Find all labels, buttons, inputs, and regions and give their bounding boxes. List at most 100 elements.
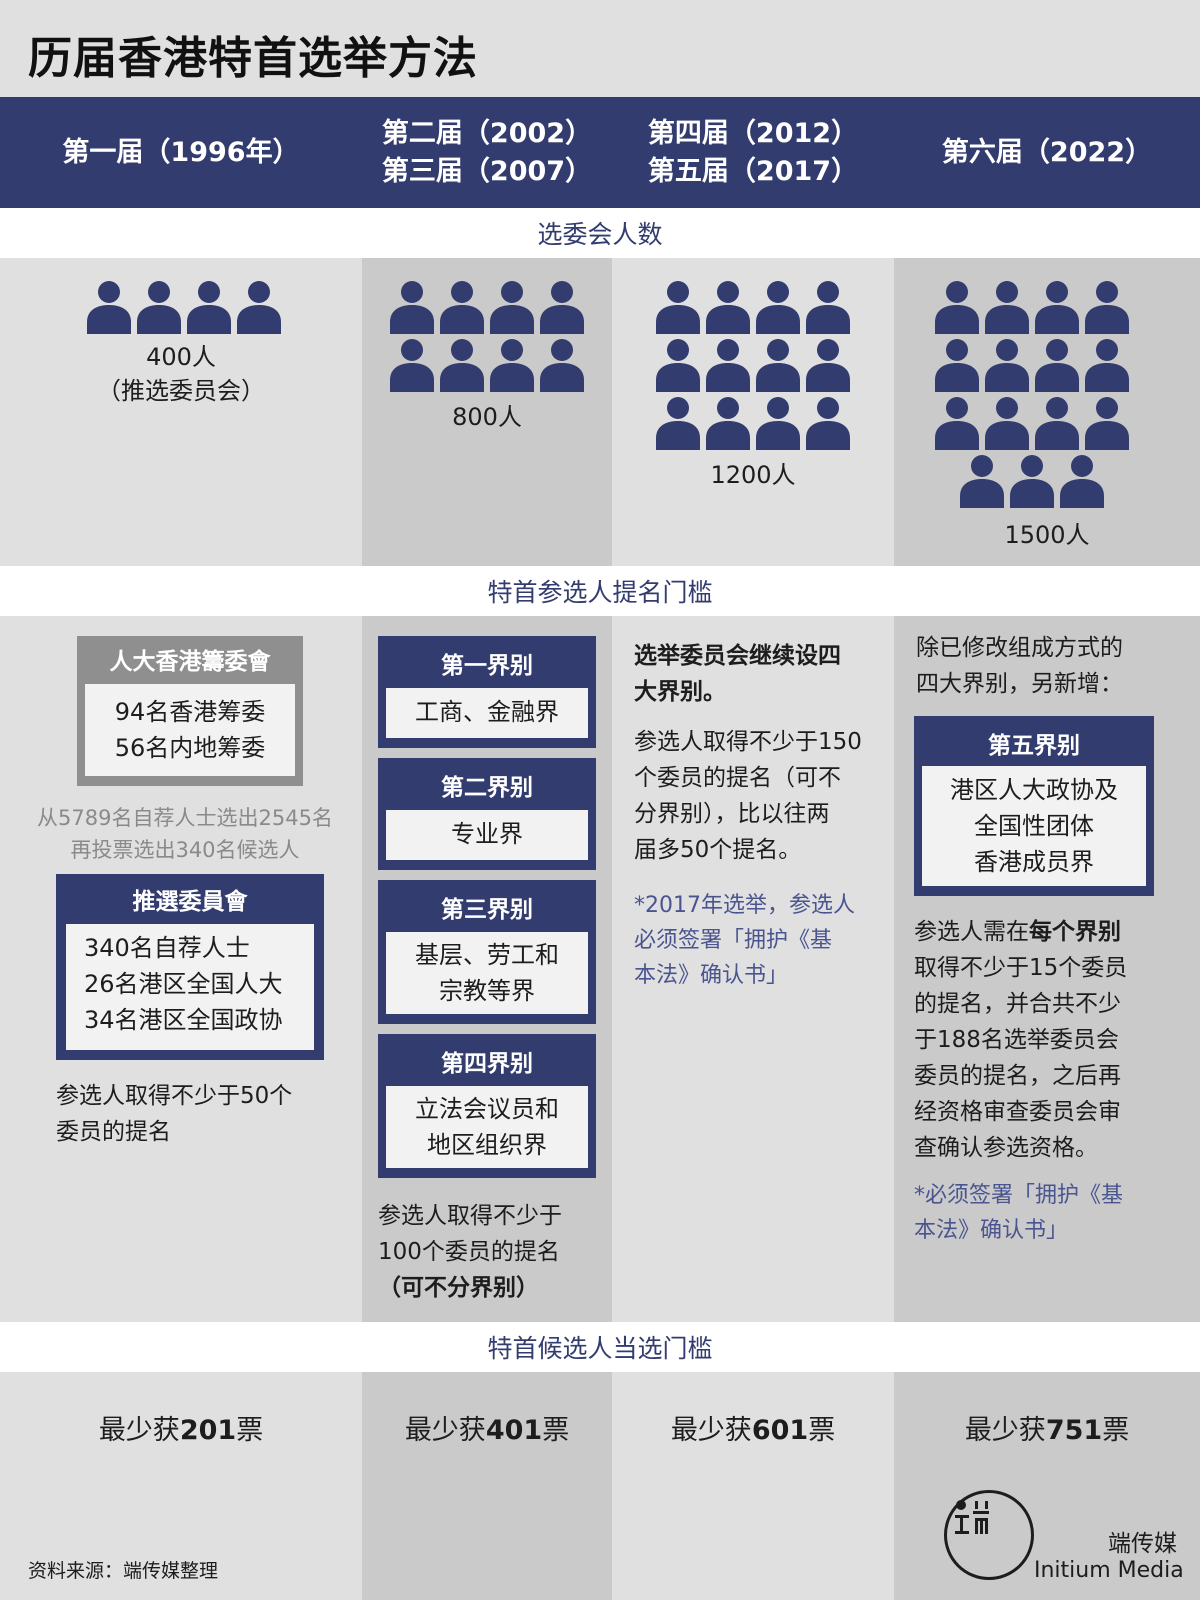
section-committee-size: 选委会人数 (0, 208, 1200, 258)
header-term-6-label: 第六届（2022） (941, 136, 1153, 168)
person-icon (1082, 338, 1132, 396)
initium-logo-mark (955, 1500, 989, 1534)
committee-note-1: （推选委员会） (97, 377, 265, 405)
person-icon (387, 280, 437, 338)
person-icon (84, 280, 134, 338)
sector-3-text: 基层、劳工和 (415, 941, 559, 969)
header-term-4-5: 第四届（2012） 第五届（2017） (612, 97, 894, 208)
person-icon (653, 280, 703, 338)
sector-3-title: 第三界别 (441, 897, 533, 923)
header-term-6: 第六届（2022） (894, 97, 1200, 208)
sector-1-text: 工商、金融界 (415, 698, 559, 726)
person-icon (753, 396, 803, 454)
person-icon (703, 338, 753, 396)
intro-line: 除已修改组成方式的 (916, 635, 1123, 661)
person-icon (932, 280, 982, 338)
section-committee-size-label: 选委会人数 (537, 220, 663, 249)
selection-line: 再投票选出340名候选人 (70, 838, 300, 862)
person-icon (1032, 338, 1082, 396)
committee-member-line: 26名港区全国人大 (84, 970, 283, 998)
person-icon (184, 280, 234, 338)
committee-col-1: 400人 （推选委员会） (0, 258, 362, 566)
selection-process-text: 从5789名自荐人士选出2545名 再投票选出340名候选人 (20, 802, 350, 866)
sector-3-box: 第三界别 基层、劳工和 宗教等界 (378, 880, 596, 1024)
new-sector-intro: 除已修改组成方式的 四大界别，另新增： (916, 630, 1186, 702)
sector-4-body: 立法会议员和 地区组织界 (386, 1086, 588, 1168)
sector-2-body: 专业界 (386, 810, 588, 860)
preparatory-committee-box: 人大香港籌委會 94名香港筹委 56名内地筹委 (77, 636, 303, 786)
requirement-line: 参选人取得不少于 (378, 1203, 562, 1229)
header-term-2-label: 第二届（2002） (381, 117, 593, 149)
header-term-4-label: 第四届（2012） (647, 117, 859, 149)
person-icon (1007, 454, 1057, 512)
committee-col-3: 1200人 (612, 258, 894, 566)
committee-member-line: 34名港区全国政协 (84, 1006, 283, 1034)
nomination-col-3: 选举委员会继续设四 大界别。 参选人取得不少于150 个委员的提名（可不 分界别… (612, 616, 894, 1322)
column-header-bar: 第一届（1996年） 第二届（2002） 第三届（2007） 第四届（2012）… (0, 97, 1200, 208)
header-term-2-3: 第二届（2002） 第三届（2007） (362, 97, 612, 208)
election-row: 最少获201票 最少获401票 最少获601票 最少获751票 (0, 1372, 1200, 1600)
person-icon-group (932, 280, 1132, 454)
requirement-line: 100个委员的提名 (378, 1239, 560, 1265)
person-icon (803, 280, 853, 338)
person-icon-group (653, 280, 853, 454)
committee-col-2: 800人 (362, 258, 612, 566)
person-icon (1032, 396, 1082, 454)
vote-threshold-4: 最少获751票 (964, 1415, 1130, 1446)
sector-3-body: 基层、劳工和 宗教等界 (386, 932, 588, 1014)
vote-threshold-1: 最少获201票 (98, 1415, 264, 1446)
sector-5-text: 全国性团体 (974, 812, 1094, 840)
nomination-col-1: 人大香港籌委會 94名香港筹委 56名内地筹委 从5789名自荐人士选出2545… (0, 616, 362, 1322)
selection-committee-title: 推選委員會 (132, 889, 248, 915)
nomination-row: 人大香港籌委會 94名香港筹委 56名内地筹委 从5789名自荐人士选出2545… (0, 616, 1200, 1322)
election-col-3: 最少获601票 (612, 1372, 894, 1600)
preparatory-committee-body: 94名香港筹委 56名内地筹委 (85, 684, 295, 776)
person-icon (653, 396, 703, 454)
requirement-line: 个委员的提名（可不 (634, 765, 841, 791)
initium-logo-icon (944, 1490, 1034, 1580)
requirement-line: 经资格审查委员会审 (914, 1099, 1121, 1125)
requirement-emphasis: 每个界别 (1029, 919, 1121, 945)
preparatory-committee-title: 人大香港籌委會 (109, 649, 271, 675)
footnote-line: 本法》确认书」 (634, 963, 789, 988)
election-col-2: 最少获401票 (362, 1372, 612, 1600)
person-icon (803, 338, 853, 396)
requirement-line: 的提名，并合共不少 (914, 991, 1121, 1017)
nomination-col-2: 第一界别 工商、金融界 第二界别 专业界 第三界别 基层、劳工和 宗教等界 第四… (362, 616, 612, 1322)
sector-4-title: 第四界别 (441, 1051, 533, 1077)
committee-count-1: 400人 (146, 343, 216, 371)
nomination-requirement-3: 参选人取得不少于150 个委员的提名（可不 分界别），比以往两 届多50个提名。 (634, 724, 888, 868)
person-icon (932, 396, 982, 454)
sector-3-text: 宗教等界 (439, 977, 535, 1005)
person-icon (387, 338, 437, 396)
header-term-5-label: 第五届（2017） (647, 155, 859, 187)
requirement-line: 委员的提名，之后再 (914, 1063, 1121, 1089)
brand-name-en: Initium Media (1034, 1558, 1184, 1583)
sector-5-text: 港区人大政协及 (950, 776, 1118, 804)
election-col-4: 最少获751票 (894, 1372, 1200, 1600)
person-icon (487, 280, 537, 338)
prep-member-line: 94名香港筹委 (114, 698, 266, 726)
brand-name-cn: 端传媒 (1108, 1531, 1177, 1557)
footnote-line: 必须签署「拥护《基 (634, 928, 833, 953)
sector-5-body: 港区人大政协及 全国性团体 香港成员界 (922, 766, 1146, 886)
sector-4-box: 第四界别 立法会议员和 地区组织界 (378, 1034, 596, 1178)
person-icon (982, 396, 1032, 454)
person-icon (653, 338, 703, 396)
prep-member-line: 56名内地筹委 (114, 734, 266, 762)
nomination-col-4: 除已修改组成方式的 四大界别，另新增： 第五界别 港区人大政协及 全国性团体 香… (894, 616, 1200, 1322)
requirement-line: 参选人取得不少于50个 (56, 1083, 293, 1109)
requirement-line: 届多50个提名。 (634, 837, 802, 863)
sector-4-text: 立法会议员和 (415, 1095, 559, 1123)
header-term-1-label: 第一届（1996年） (62, 136, 300, 168)
person-icon (957, 454, 1007, 512)
vote-threshold-3: 最少获601票 (670, 1415, 836, 1446)
section-nomination: 特首参选人提名门槛 (0, 566, 1200, 616)
election-col-1: 最少获201票 (0, 1372, 362, 1600)
vote-threshold-2: 最少获401票 (404, 1415, 570, 1446)
footnote-line: 本法》确认书」 (914, 1218, 1069, 1243)
person-icon (487, 338, 537, 396)
section-nomination-label: 特首参选人提名门槛 (487, 578, 713, 607)
requirement-line: 委员的提名 (56, 1119, 171, 1145)
requirement-line: 参选人需在每个界别 (914, 914, 1194, 950)
